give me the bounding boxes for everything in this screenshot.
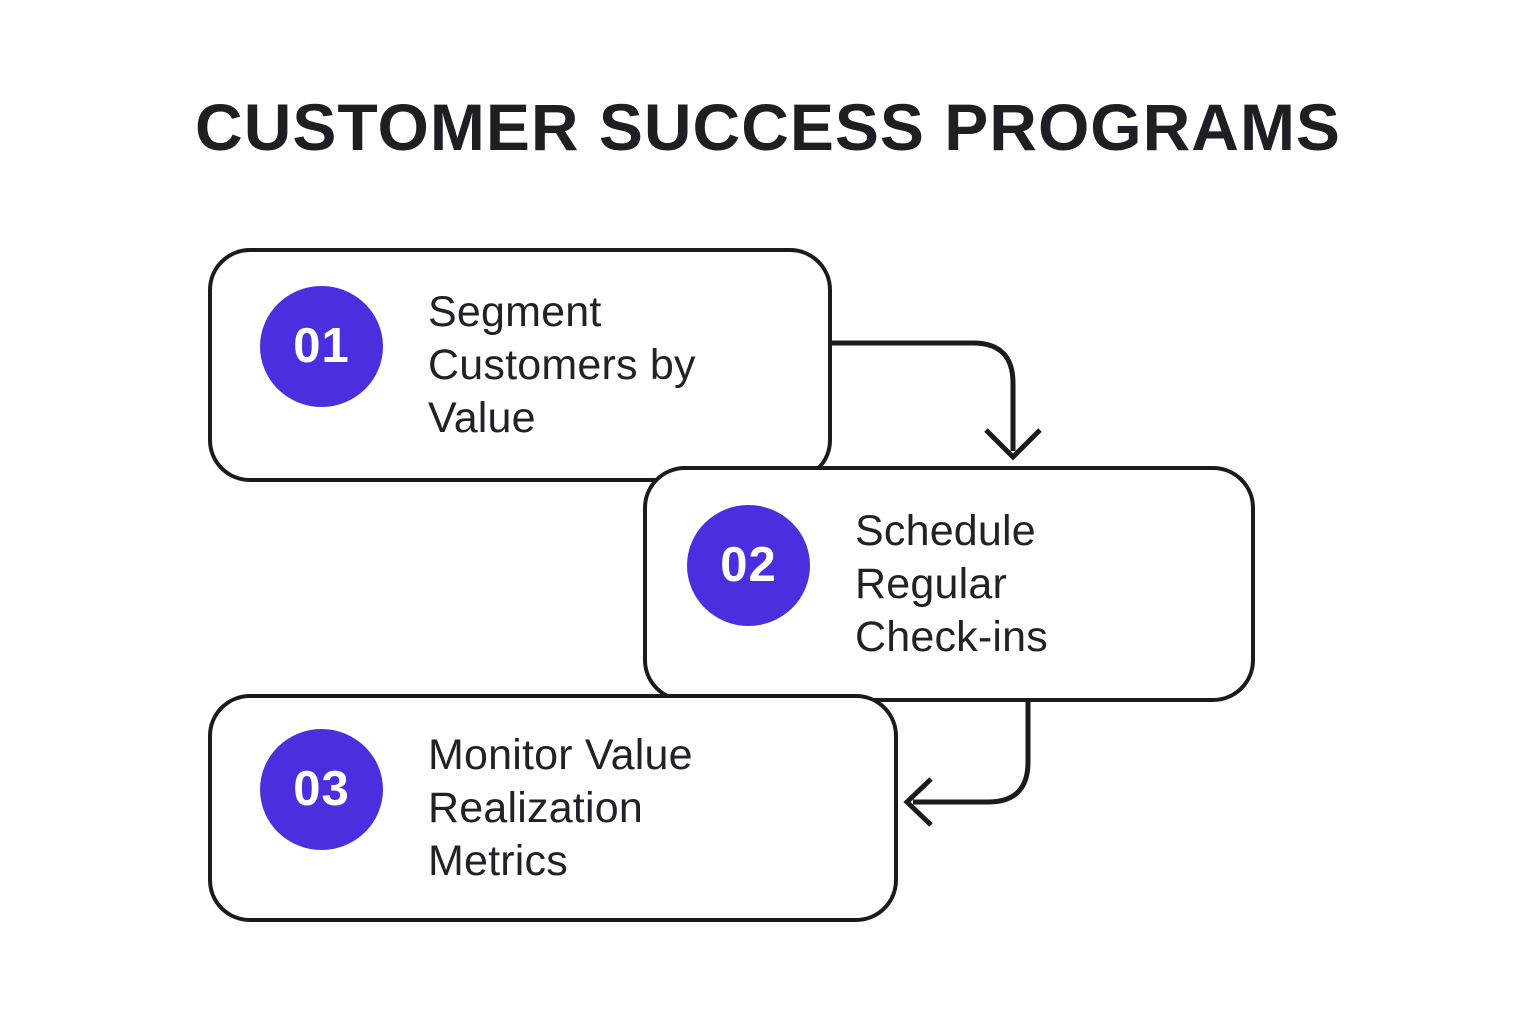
step-number-badge-3: 03 xyxy=(260,728,383,850)
arrow-step2-to-step3-icon xyxy=(903,700,1031,827)
arrow-step1-to-step2-icon xyxy=(830,340,1042,461)
step-label-2: Schedule Regular Check-ins xyxy=(855,506,1048,661)
step-number-badge-2: 02 xyxy=(687,504,810,626)
step-number-badge-1: 01 xyxy=(260,285,383,407)
step-label-3: Monitor Value Realization Metrics xyxy=(428,730,693,885)
step-label-1: Segment Customers by Value xyxy=(428,287,696,442)
diagram-title: CUSTOMER SUCCESS PROGRAMS xyxy=(195,90,1341,164)
step-card-3: 03 Monitor Value Realization Metrics xyxy=(208,694,898,922)
step-card-2: 02 Schedule Regular Check-ins xyxy=(643,466,1255,702)
step-card-1: 01 Segment Customers by Value xyxy=(208,248,832,482)
